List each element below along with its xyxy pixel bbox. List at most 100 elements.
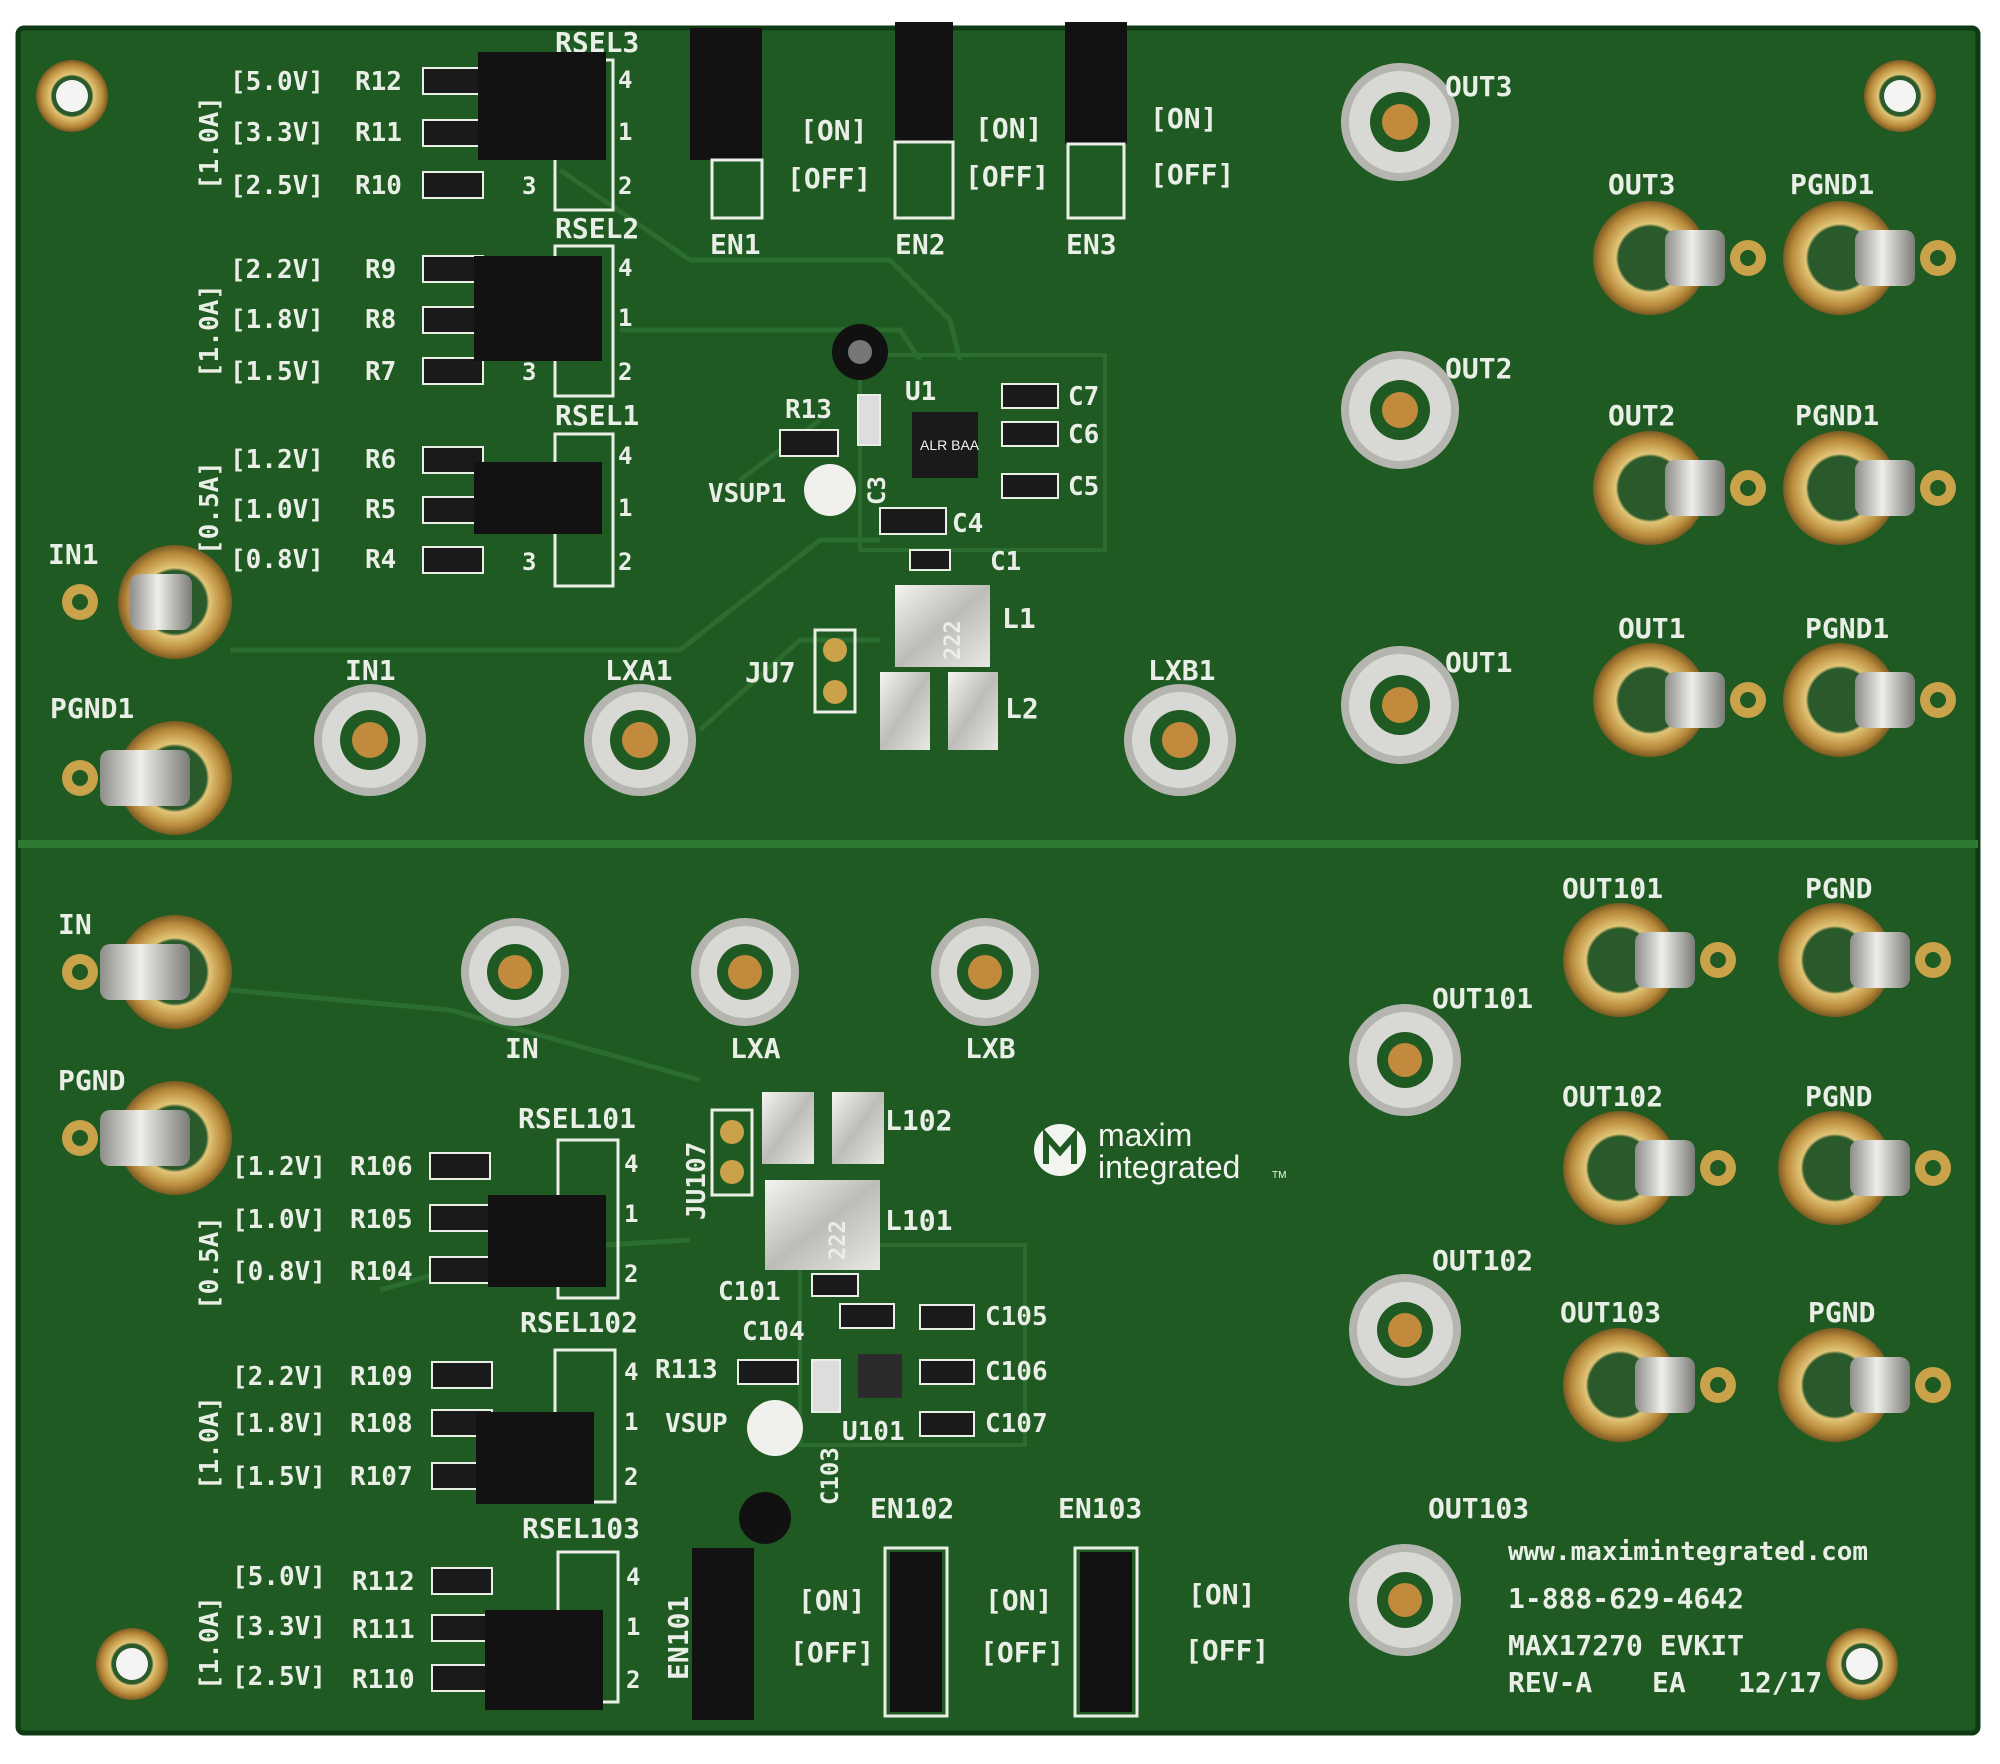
rsel103-jumper[interactable] — [485, 1610, 603, 1710]
banana-out3-label: OUT3 — [1608, 168, 1675, 201]
banana-out101[interactable] — [1563, 903, 1736, 1017]
r104-label: R104 — [350, 1257, 413, 1287]
banana-out3[interactable] — [1593, 201, 1766, 315]
banana-in[interactable] — [62, 915, 232, 1029]
banana-pgnd1-left-label: PGND1 — [50, 692, 134, 725]
banana-pgnd1-bottom[interactable] — [1783, 643, 1956, 757]
rsel3-row-2v5: [2.5V] — [230, 171, 324, 201]
enable-jumpers-top: [ON] [OFF] [ON] [OFF] [ON] [OFF] EN1 EN2… — [690, 22, 1234, 261]
banana-pgnd1-top[interactable] — [1783, 201, 1956, 315]
tp-out102[interactable] — [1349, 1274, 1461, 1386]
rsel2-current-label: [1.0A] — [195, 284, 225, 378]
en102-jumper[interactable] — [890, 1552, 942, 1712]
en2-jumper[interactable] — [895, 22, 953, 142]
tp-out2-label: OUT2 — [1445, 352, 1512, 385]
rsel102-row-1v5: [1.5V] — [232, 1462, 326, 1492]
l1-inductor — [895, 585, 990, 667]
rsel2-jumper[interactable] — [474, 256, 602, 361]
banana-pgnd-mid-label: PGND — [1805, 1080, 1872, 1113]
en-off-label-103: [OFF] — [1185, 1634, 1269, 1667]
tp-out2[interactable] — [1341, 351, 1459, 469]
banana-in1[interactable] — [62, 545, 232, 659]
banana-pgnd1-left[interactable] — [62, 721, 232, 835]
tp-out1-label: OUT1 — [1445, 646, 1512, 679]
vsup-jack-white — [747, 1400, 803, 1456]
banana-jacks-bottom: IN PGND OUT101 PGND OUT102 — [58, 872, 1951, 1442]
banana-out1[interactable] — [1593, 643, 1766, 757]
banana-pgnd-bottom[interactable] — [1778, 1328, 1951, 1442]
rsel2-row-1v5: [1.5V] — [230, 357, 324, 387]
tp-out3-label: OUT3 — [1445, 70, 1512, 103]
rsel103-current-label: [1.0A] — [195, 1596, 225, 1690]
ju107-label: JU107 — [682, 1142, 712, 1220]
en102-label: EN102 — [870, 1492, 954, 1525]
en-on-label-101: [ON] — [798, 1584, 865, 1617]
tp-in-label: IN — [505, 1032, 539, 1065]
test-points-top: IN1 LXA1 LXB1 OUT3 OUT2 O — [314, 63, 1512, 796]
rsel101-pin-1: 1 — [624, 1200, 638, 1228]
rsel2-row-1v8: [1.8V] — [230, 305, 324, 335]
l102-pad-right — [832, 1092, 884, 1164]
tp-out101-label: OUT101 — [1432, 982, 1533, 1015]
tp-out103[interactable] — [1349, 1544, 1461, 1656]
rsel1-jumper[interactable] — [474, 462, 602, 534]
rsel103-row-3v3: [3.3V] — [232, 1612, 326, 1642]
rsel2-pin-2: 2 — [618, 358, 632, 386]
banana-out101-label: OUT101 — [1562, 872, 1663, 905]
banana-pgnd-mid[interactable] — [1778, 1111, 1951, 1225]
rsel101-jumper[interactable] — [488, 1195, 606, 1287]
banana-out103[interactable] — [1563, 1328, 1736, 1442]
banana-pgnd-left[interactable] — [62, 1081, 232, 1195]
rsel3-jumper[interactable] — [478, 52, 606, 160]
tp-out1[interactable] — [1341, 646, 1459, 764]
en1-jumper[interactable] — [690, 28, 762, 160]
banana-pgnd-top-label: PGND — [1805, 872, 1872, 905]
l101-inductor — [765, 1180, 880, 1270]
c7-label: C7 — [1068, 382, 1099, 412]
r105-label: R105 — [350, 1205, 413, 1235]
en-off-label-1: [OFF] — [787, 162, 871, 195]
rsel1-pin-2: 2 — [618, 548, 632, 576]
rsel101-row-0v8: [0.8V] — [232, 1257, 326, 1287]
tp-in[interactable] — [461, 918, 569, 1026]
tp-lxb[interactable] — [931, 918, 1039, 1026]
en3-jumper[interactable] — [1065, 22, 1127, 144]
u1-area: R13 U1 ALR BAA C3 VSUP1 C7 C6 C5 C4 C1 2… — [708, 324, 1099, 750]
l1-label: L1 — [1002, 602, 1036, 635]
en-off-label-2: [OFF] — [965, 160, 1049, 193]
en-on-label-103: [ON] — [1188, 1578, 1255, 1611]
l102-label: L102 — [885, 1104, 952, 1137]
rsel2-pin-4: 4 — [618, 254, 632, 282]
tp-out3[interactable] — [1341, 63, 1459, 181]
tp-in1[interactable] — [314, 684, 426, 796]
banana-out102-label: OUT102 — [1562, 1080, 1663, 1113]
rsel103-row-5v0: [5.0V] — [232, 1562, 326, 1592]
rsel101-pin-4: 4 — [624, 1150, 638, 1178]
maxim-logo-tm: TM — [1272, 1170, 1286, 1181]
tp-lxa[interactable] — [691, 918, 799, 1026]
rsel1-row-1v2: [1.2V] — [230, 445, 324, 475]
tp-out101[interactable] — [1349, 1004, 1461, 1116]
rsel103-row-2v5: [2.5V] — [232, 1662, 326, 1692]
rsel103-pin-2: 2 — [626, 1666, 640, 1694]
tp-lxb1[interactable] — [1124, 684, 1236, 796]
en103-jumper[interactable] — [1080, 1552, 1132, 1712]
banana-pgnd1-mid[interactable] — [1783, 431, 1956, 545]
banana-out2[interactable] — [1593, 431, 1766, 545]
en-off-label-3: [OFF] — [1150, 158, 1234, 191]
tp-lxa1[interactable] — [584, 684, 696, 796]
test-points-bottom: IN LXA LXB OUT101 OUT102 — [461, 918, 1533, 1656]
tp-lxb-label: LXB — [965, 1032, 1016, 1065]
en101-jumper[interactable] — [692, 1548, 754, 1720]
r111-label: R111 — [352, 1615, 415, 1645]
rsel2-pin-3: 3 — [522, 358, 536, 386]
maxim-logo: maxim integrated TM — [1034, 1117, 1286, 1185]
rsel3-pin-4: 4 — [618, 66, 632, 94]
banana-pgnd-top[interactable] — [1778, 903, 1951, 1017]
banana-pgnd1-mid-label: PGND1 — [1795, 399, 1879, 432]
info-rev: REV-A — [1508, 1666, 1592, 1699]
rsel102-jumper[interactable] — [476, 1412, 594, 1504]
banana-out102[interactable] — [1563, 1111, 1736, 1225]
rsel1-label: RSEL1 — [555, 399, 639, 432]
